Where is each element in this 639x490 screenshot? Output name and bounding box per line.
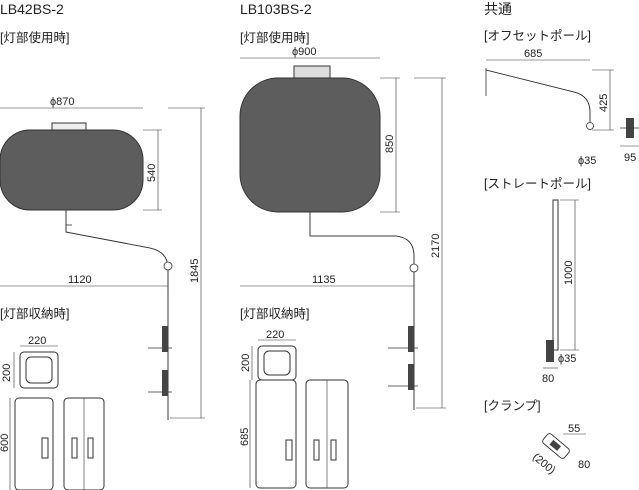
lb42-stored-height-dim: 600 (0, 434, 11, 452)
lb42-top-width-dim: 220 (28, 335, 46, 347)
clamp-drawing (542, 433, 570, 459)
offset-diameter-dim: ϕ35 (578, 155, 596, 167)
clamp-label: [クランプ] (484, 399, 541, 413)
offset-clamp (620, 118, 639, 138)
offset-clamp-dim: 95 (624, 152, 636, 164)
straight-pole-label: [ストレートポール] (484, 177, 591, 191)
common-title: 共通 (484, 1, 512, 17)
straight-diameter-dim: ϕ35 (558, 353, 576, 365)
lb42-width-dim: 1120 (68, 274, 92, 286)
lb103-total-height-dim: 2170 (430, 234, 442, 258)
clamp-dim-a: 55 (568, 423, 580, 435)
lb42-diameter-dim: ϕ870 (50, 96, 75, 108)
lb103-clamps (388, 326, 418, 390)
lb42-balloon-body (0, 129, 144, 211)
lb42-top-height-dim: 200 (1, 364, 13, 382)
offset-pole-label: [オフセットポール] (484, 29, 591, 43)
offset-height-dim: 425 (598, 94, 610, 112)
straight-length-dim: 1000 (563, 261, 575, 285)
clamp-dim-b: (200) (530, 451, 557, 477)
lb103-title: LB103BS-2 (240, 1, 312, 17)
lb103-top-height-dim: 200 (240, 354, 252, 372)
lb103-height-dim: 850 (384, 135, 396, 153)
lb42-stored-label: [灯部収納時] (0, 306, 69, 321)
lb103-stored-label: [灯部収納時] (240, 306, 309, 321)
lb42-clamps (148, 326, 172, 396)
straight-pole (552, 199, 559, 351)
straight-base-dim: 80 (542, 373, 554, 385)
lb103-in-use-label: [灯部使用時] (240, 30, 309, 45)
lb103-stored-front (255, 379, 297, 489)
lb103-width-dim: 1135 (312, 274, 336, 286)
lb42-balloon-cap (51, 122, 87, 131)
lb42-in-use-label: [灯部使用時] (0, 30, 69, 45)
lb42-total-height-dim: 1845 (189, 259, 201, 283)
lb103-diameter-dim: ϕ900 (292, 46, 317, 58)
lb103-balloon-cap (293, 65, 331, 79)
lb103-stored-height-dim: 685 (239, 428, 251, 446)
lb42-height-dim: 540 (146, 164, 158, 182)
lb42-stored-front (14, 397, 54, 490)
clamp-dim-c: 80 (578, 459, 590, 471)
lb42-title: LB42BS-2 (0, 1, 64, 17)
offset-length-dim: 685 (524, 48, 542, 60)
lb103-balloon-body (239, 77, 381, 213)
lb103-top-width-dim: 220 (266, 329, 284, 341)
